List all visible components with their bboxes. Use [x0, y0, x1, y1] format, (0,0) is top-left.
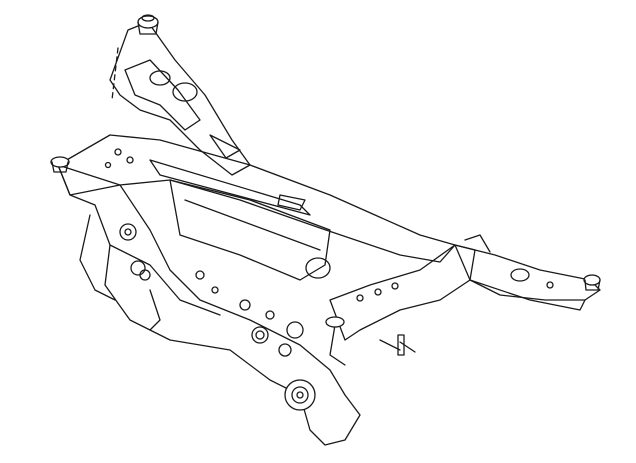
right-side-member	[325, 244, 476, 366]
crossmember-center	[169, 179, 331, 281]
left-side-member	[57, 164, 361, 446]
rear-left-mount	[137, 14, 159, 35]
left-mount-stud	[50, 156, 70, 173]
pipes	[379, 334, 416, 356]
right-arm	[454, 234, 601, 311]
crossmember-rear	[57, 134, 456, 263]
rear-left-arm	[109, 21, 251, 176]
front-left-bushing	[284, 379, 316, 411]
